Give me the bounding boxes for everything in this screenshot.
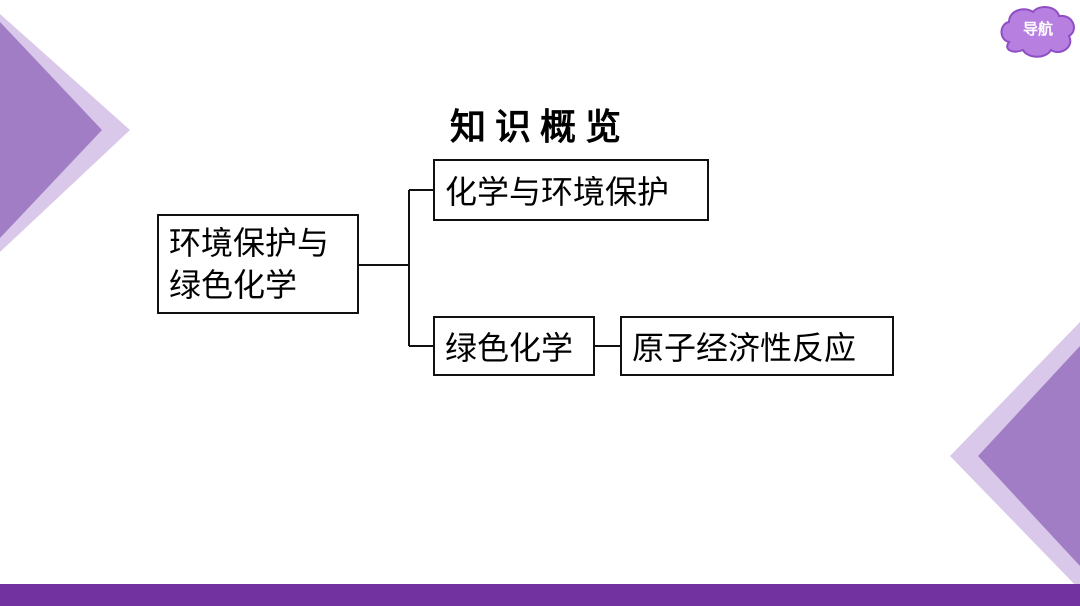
node-green-chemistry: 绿色化学 xyxy=(433,316,595,376)
right-triangle-dark xyxy=(978,346,1080,566)
node-green-chemistry-label: 绿色化学 xyxy=(445,329,574,367)
node-root: 环境保护与绿色化学 xyxy=(157,214,359,314)
node-atom-economy-label: 原子经济性反应 xyxy=(632,329,857,367)
nav-button[interactable]: 导航 xyxy=(997,4,1079,60)
cloud-badge-icon xyxy=(1000,6,1075,58)
nav-label: 导航 xyxy=(1022,20,1053,38)
left-triangle-dark xyxy=(0,22,102,238)
node-chemistry-environment: 化学与环境保护 xyxy=(433,159,709,221)
bottom-accent-bar xyxy=(0,584,1080,606)
node-chemistry-environment-label: 化学与环境保护 xyxy=(445,173,670,211)
node-atom-economy: 原子经济性反应 xyxy=(620,316,894,376)
node-root-label: 环境保护与绿色化学 xyxy=(169,224,330,304)
slide-title: 知识概览 xyxy=(449,107,630,148)
